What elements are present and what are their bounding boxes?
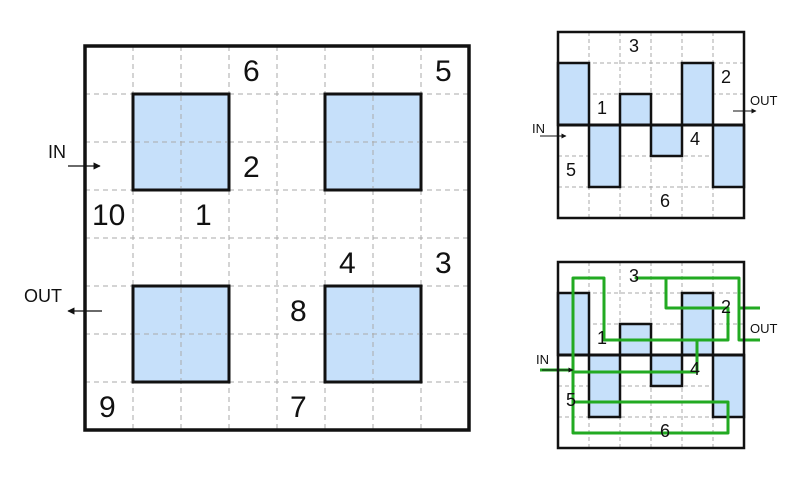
main-out-label: OUT <box>24 286 62 306</box>
example-number: 5 <box>566 390 576 410</box>
example-unsolved: IN OUT 3 2 1 4 5 6 <box>532 30 778 220</box>
solution-path <box>540 276 760 372</box>
example-number: 2 <box>721 297 731 317</box>
example-number: 2 <box>721 67 731 87</box>
example-top-border <box>556 30 746 220</box>
main-number: 2 <box>243 151 260 184</box>
main-number: 6 <box>243 55 260 88</box>
main-numbers: 6 5 2 10 1 4 3 8 9 7 <box>92 55 452 424</box>
main-number: 9 <box>99 391 116 424</box>
example-bottom-out-label: OUT <box>750 321 778 336</box>
main-in-label: IN <box>48 142 66 162</box>
example-top-numbers: 3 2 1 4 5 6 <box>566 36 731 211</box>
main-number: 7 <box>290 391 307 424</box>
example-bottom-border <box>556 260 746 450</box>
example-bottom-in-label: IN <box>536 352 549 367</box>
example-number: 4 <box>690 359 700 379</box>
example-number: 4 <box>690 129 700 149</box>
main-number: 3 <box>435 247 452 280</box>
example-bottom-numbers: 3 2 1 4 5 6 <box>566 266 731 441</box>
solution-path-exit <box>737 308 760 342</box>
main-puzzle: IN OUT 6 5 2 10 1 4 3 8 9 7 <box>24 44 471 432</box>
main-number: 4 <box>339 247 356 280</box>
main-blocks <box>131 92 423 384</box>
example-solved: IN OUT 3 2 1 4 5 6 <box>536 260 778 450</box>
main-number: 1 <box>195 199 212 232</box>
example-number: 3 <box>629 36 639 56</box>
example-top-in-label: IN <box>532 121 545 136</box>
example-number: 1 <box>597 98 607 118</box>
example-number: 3 <box>629 266 639 286</box>
main-number: 10 <box>92 199 125 232</box>
example-number: 1 <box>597 328 607 348</box>
example-top-out-label: OUT <box>750 93 778 108</box>
example-number: 5 <box>566 160 576 180</box>
solution-path-lower <box>571 338 730 435</box>
main-number: 8 <box>290 295 307 328</box>
example-number: 6 <box>660 191 670 211</box>
example-number: 6 <box>660 421 670 441</box>
main-border <box>83 44 471 432</box>
main-number: 5 <box>435 55 452 88</box>
